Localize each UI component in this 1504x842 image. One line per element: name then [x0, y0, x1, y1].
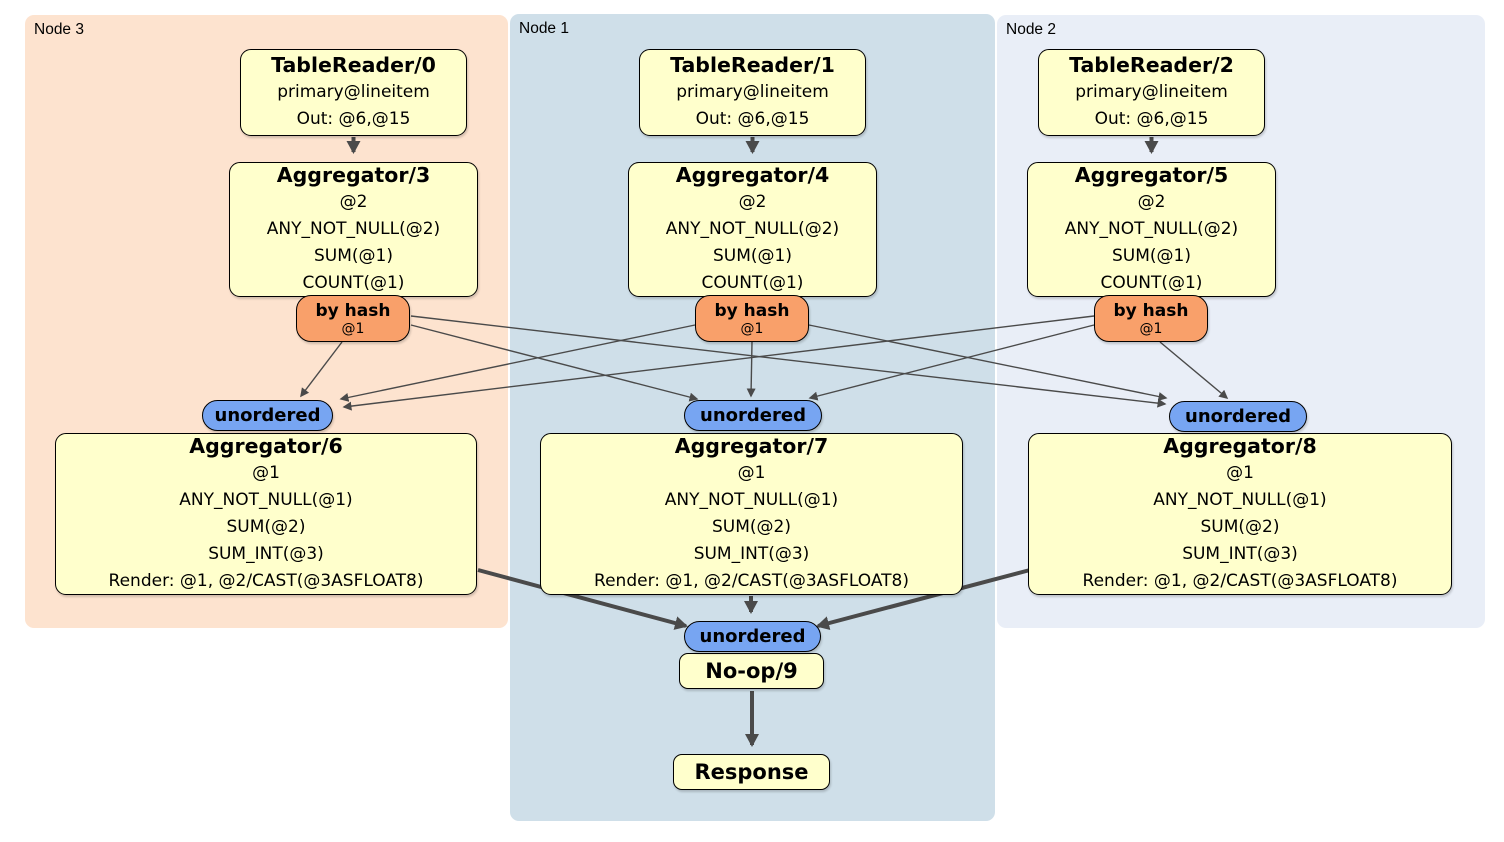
edge-router1-sync3 — [339, 324, 696, 402]
unordered-sync-final: unordered — [684, 621, 821, 652]
operator-detail: ANY_NOT_NULL(@1) — [179, 490, 353, 510]
operator-detail: ANY_NOT_NULL(@2) — [665, 219, 840, 239]
operator-detail: @2 — [738, 192, 767, 212]
edge-router1-sync2 — [808, 324, 1168, 401]
sync-label: unordered — [1185, 406, 1291, 427]
hash-router-node2: by hash @1 — [1094, 295, 1208, 342]
operator-detail: COUNT(@1) — [701, 273, 804, 293]
operator-detail: primary@lineitem — [1075, 82, 1228, 102]
operator-detail: SUM(@2) — [226, 517, 306, 537]
node-panel-label: Node 3 — [34, 21, 84, 38]
operator-aggregator-8: Aggregator/8 @1 ANY_NOT_NULL(@1) SUM(@2)… — [1028, 433, 1452, 595]
operator-aggregator-6: Aggregator/6 @1 ANY_NOT_NULL(@1) SUM(@2)… — [55, 433, 477, 595]
operator-title: Response — [694, 760, 809, 784]
hash-router-node3: by hash @1 — [296, 295, 410, 342]
operator-detail: @1 — [737, 463, 766, 483]
operator-response: Response — [673, 754, 830, 790]
operator-detail: primary@lineitem — [277, 82, 430, 102]
operator-detail: SUM_INT(@3) — [1182, 544, 1298, 564]
operator-detail: ANY_NOT_NULL(@2) — [266, 219, 441, 239]
operator-detail: @1 — [252, 463, 280, 483]
operator-title: Aggregator/8 — [1163, 434, 1317, 458]
operator-detail: SUM(@2) — [712, 517, 791, 537]
operator-title: Aggregator/6 — [189, 434, 343, 458]
operator-detail: primary@lineitem — [676, 82, 829, 102]
edge-router2-sync2 — [1159, 341, 1229, 399]
hash-router-node1: by hash @1 — [695, 295, 809, 342]
operator-detail: Out: @6,@15 — [1094, 109, 1209, 129]
operator-tablereader-0: TableReader/0 primary@lineitem Out: @6,@… — [240, 49, 467, 136]
hash-router-detail: @1 — [341, 320, 365, 337]
unordered-sync-node1: unordered — [684, 400, 822, 431]
operator-detail: ANY_NOT_NULL(@1) — [1153, 490, 1327, 510]
operator-noop-9: No-op/9 — [679, 653, 824, 689]
operator-detail: Render: @1, @2/CAST(@3ASFLOAT8) — [1082, 571, 1398, 591]
edge-router3-sync3 — [300, 341, 343, 398]
operator-title: Aggregator/7 — [674, 434, 829, 458]
operator-detail: SUM(@1) — [713, 246, 792, 266]
sync-label: unordered — [214, 405, 321, 426]
operator-detail: Render: @1, @2/CAST(@3ASFLOAT8) — [108, 571, 424, 591]
operator-detail: @2 — [1137, 192, 1166, 212]
hash-router-label: by hash — [315, 300, 391, 321]
edge-router2-sync1 — [808, 324, 1095, 401]
operator-detail: @2 — [339, 192, 368, 212]
operator-title: Aggregator/4 — [675, 163, 830, 187]
operator-detail: SUM_INT(@3) — [208, 544, 324, 564]
sync-label: unordered — [699, 626, 806, 647]
edge-router2-sync3 — [342, 315, 1095, 411]
hash-router-label: by hash — [714, 300, 790, 321]
operator-title: TableReader/1 — [670, 53, 835, 77]
operator-title: No-op/9 — [705, 659, 798, 683]
operator-title: Aggregator/5 — [1074, 163, 1229, 187]
operator-title: TableReader/0 — [271, 53, 436, 77]
operator-detail: Out: @6,@15 — [695, 109, 810, 129]
hash-router-detail: @1 — [740, 320, 764, 337]
operator-detail: Out: @6,@15 — [296, 109, 411, 129]
edge-router3-sync2 — [410, 315, 1167, 408]
operator-detail: COUNT(@1) — [1100, 273, 1203, 293]
operator-detail: SUM_INT(@3) — [693, 544, 810, 564]
sync-label: unordered — [700, 405, 806, 426]
unordered-sync-node3: unordered — [202, 400, 333, 431]
edge-aggregator6-finalsync — [477, 568, 688, 630]
operator-tablereader-1: TableReader/1 primary@lineitem Out: @6,@… — [639, 49, 866, 136]
operator-title: Aggregator/3 — [276, 163, 431, 187]
unordered-sync-node2: unordered — [1169, 401, 1307, 432]
node-panel-label: Node 1 — [519, 20, 569, 37]
operator-detail: SUM(@1) — [1112, 246, 1191, 266]
edge-aggregator8-finalsync — [816, 568, 1031, 630]
operator-detail: ANY_NOT_NULL(@2) — [1064, 219, 1239, 239]
operator-title: TableReader/2 — [1069, 53, 1234, 77]
operator-tablereader-2: TableReader/2 primary@lineitem Out: @6,@… — [1038, 49, 1265, 136]
operator-aggregator-5: Aggregator/5 @2 ANY_NOT_NULL(@2) SUM(@1)… — [1027, 162, 1276, 297]
operator-aggregator-7: Aggregator/7 @1 ANY_NOT_NULL(@1) SUM(@2)… — [540, 433, 963, 595]
operator-detail: @1 — [1226, 463, 1254, 483]
node-panel-label: Node 2 — [1006, 21, 1056, 38]
operator-detail: ANY_NOT_NULL(@1) — [664, 490, 839, 510]
operator-detail: Render: @1, @2/CAST(@3ASFLOAT8) — [594, 571, 909, 591]
edge-router3-sync1 — [410, 324, 699, 402]
edge-router1-sync1 — [746, 341, 756, 398]
operator-detail: COUNT(@1) — [302, 273, 405, 293]
operator-aggregator-3: Aggregator/3 @2 ANY_NOT_NULL(@2) SUM(@1)… — [229, 162, 478, 297]
operator-detail: SUM(@1) — [314, 246, 393, 266]
operator-detail: SUM(@2) — [1200, 517, 1280, 537]
hash-router-label: by hash — [1113, 300, 1189, 321]
hash-router-detail: @1 — [1139, 320, 1163, 337]
operator-aggregator-4: Aggregator/4 @2 ANY_NOT_NULL(@2) SUM(@1)… — [628, 162, 877, 297]
